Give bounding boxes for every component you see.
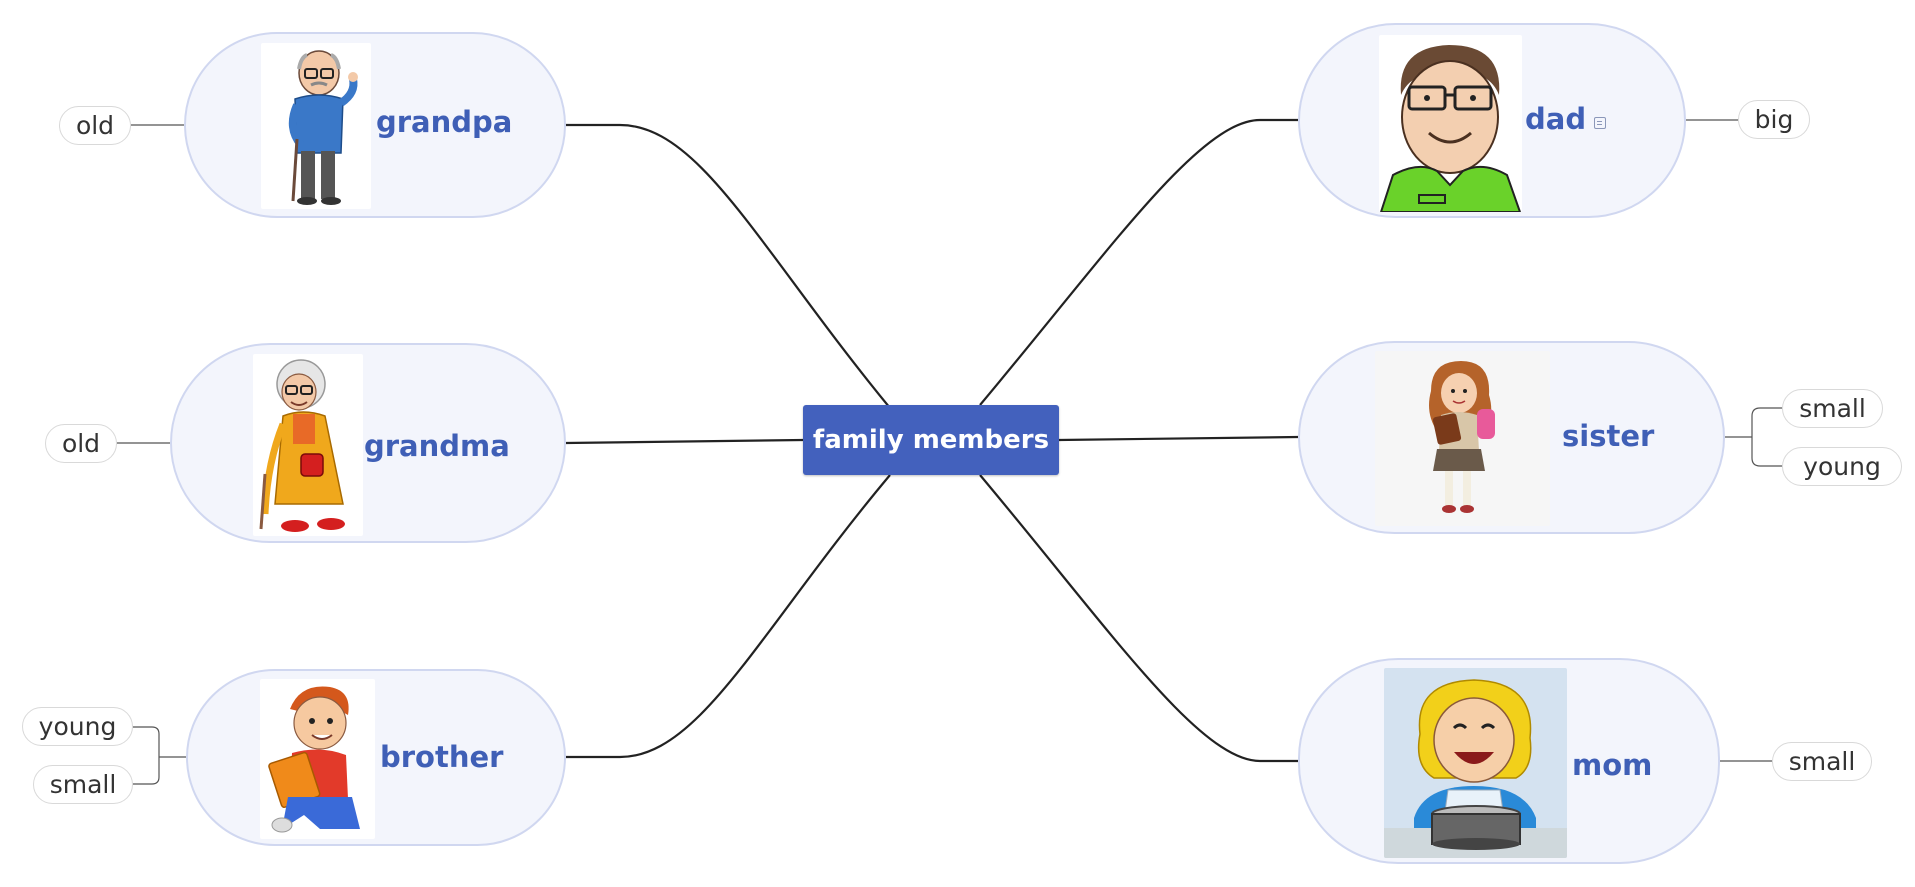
topic-dad[interactable]: dad xyxy=(1298,23,1686,218)
attribute-small[interactable]: small xyxy=(33,765,133,804)
topic-brother[interactable]: brother xyxy=(186,669,566,846)
topic-label: sister xyxy=(1562,419,1655,453)
brother-image xyxy=(260,679,375,839)
topic-label: mom xyxy=(1572,748,1653,782)
connector-grandma xyxy=(565,438,804,445)
mom-image xyxy=(1384,668,1567,858)
topic-sister[interactable]: sister xyxy=(1298,341,1725,534)
topic-grandpa[interactable]: grandpa xyxy=(184,32,566,218)
attribute-young[interactable]: young xyxy=(22,707,133,746)
attribute-old[interactable]: old xyxy=(45,424,117,463)
grandma-image xyxy=(253,354,363,536)
connector-mom xyxy=(979,474,1298,763)
connector-grandpa xyxy=(565,123,891,409)
sister-image xyxy=(1375,351,1550,526)
connector-sister xyxy=(1058,435,1299,442)
attr-bracket-brother xyxy=(133,726,186,785)
topic-label: grandma xyxy=(364,429,510,463)
central-topic[interactable]: family members xyxy=(803,405,1059,475)
attribute-old[interactable]: old xyxy=(59,106,131,145)
connector-dad xyxy=(979,118,1298,406)
attribute-small[interactable]: small xyxy=(1782,389,1883,428)
dad-image xyxy=(1379,35,1522,212)
central-topic-label: family members xyxy=(812,425,1050,455)
attribute-big[interactable]: big xyxy=(1738,100,1810,139)
connector-brother xyxy=(566,474,891,759)
topic-label: dad xyxy=(1525,102,1587,136)
topic-label: brother xyxy=(380,740,504,774)
grandpa-image xyxy=(261,43,371,209)
attribute-young[interactable]: young xyxy=(1782,447,1902,486)
topic-label: grandpa xyxy=(376,105,513,139)
topic-mom[interactable]: mom xyxy=(1298,658,1720,864)
note-icon[interactable] xyxy=(1594,117,1606,129)
topic-grandma[interactable]: grandma xyxy=(170,343,566,543)
attr-bracket-sister xyxy=(1725,407,1782,467)
attribute-small[interactable]: small xyxy=(1772,742,1872,781)
